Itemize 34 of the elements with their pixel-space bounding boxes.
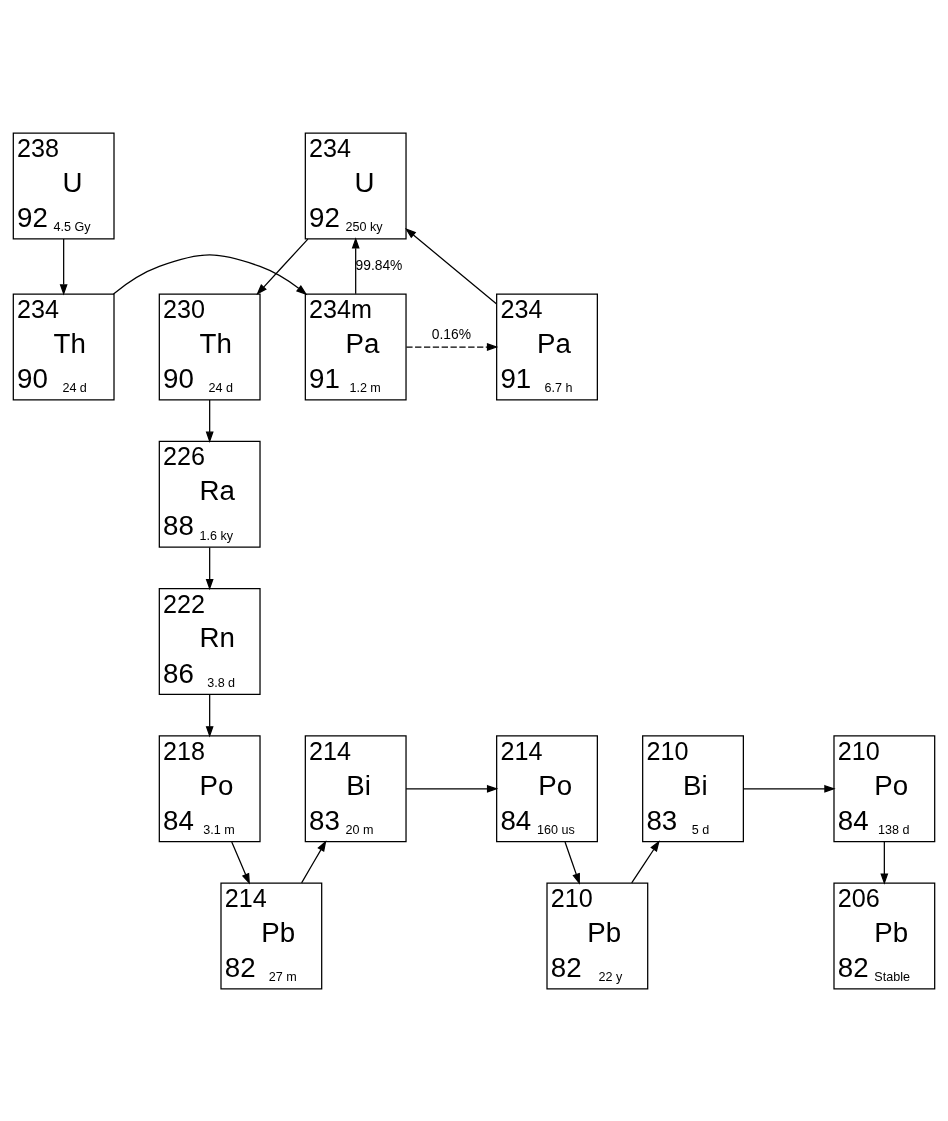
node-box: 210 Pb 82 22 y — [546, 882, 649, 990]
arrow — [256, 237, 309, 295]
arrow — [59, 237, 68, 296]
arrow — [301, 839, 327, 883]
node-box: 214 Po 84 160 us — [496, 734, 598, 842]
node-box: 210 Po 84 138 d — [833, 734, 936, 842]
arrow — [742, 784, 836, 793]
node-box: 234 Th 90 24 d — [12, 293, 115, 400]
node-box: 206 Pb 82 Stable — [833, 882, 936, 990]
node-box: 234 U 92 250 ky — [304, 131, 407, 239]
arrow — [351, 236, 360, 294]
node-box: 214 Bi 83 20 m — [304, 734, 407, 842]
arrow — [205, 693, 214, 737]
edge-label: 0.16% — [431, 325, 471, 342]
node-box: 238 U 92 4.5 Gy — [12, 131, 115, 239]
arrow — [231, 840, 250, 885]
arrow — [404, 227, 497, 304]
arrow — [405, 342, 499, 351]
edge-label: 99.84% — [355, 256, 403, 273]
arrow — [564, 840, 580, 885]
node-box: 214 Pb 82 27 m — [220, 882, 323, 990]
node-box: 234 Pa 91 6.7 h — [496, 293, 598, 400]
node-box: 222 Rn 86 3.8 d — [158, 587, 261, 695]
arrow — [205, 399, 214, 443]
arrow — [405, 784, 499, 793]
node-box: 234m Pa 91 1.2 m — [304, 293, 407, 400]
node-box: 210 Bi 83 5 d — [642, 734, 744, 842]
arrow — [631, 839, 660, 883]
arrow — [880, 840, 889, 885]
node-box: 230 Th 90 24 d — [158, 293, 261, 400]
arrow — [205, 546, 214, 590]
node-box: 226 Ra 88 1.6 ky — [158, 440, 261, 548]
node-box: 218 Po 84 3.1 m — [158, 734, 261, 842]
arrow — [112, 253, 308, 295]
